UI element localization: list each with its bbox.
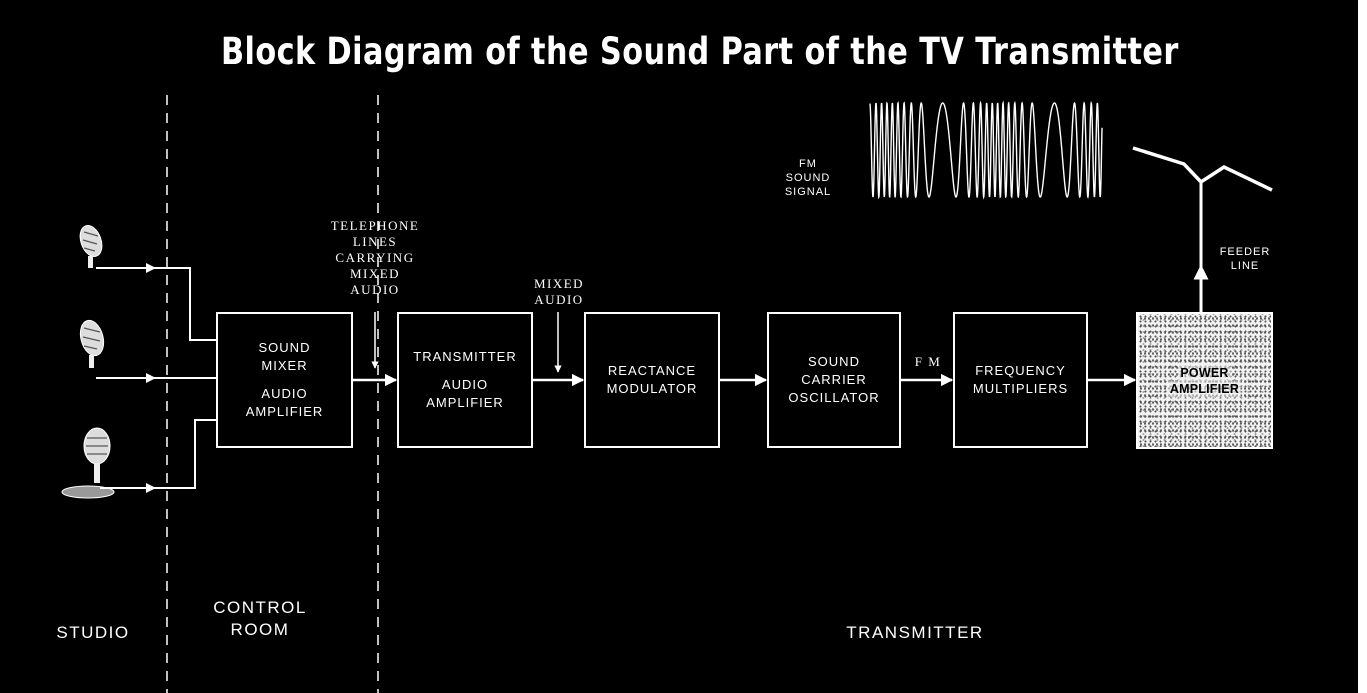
zone-control-line-1: CONTROL (200, 597, 320, 619)
microphone-icon (76, 223, 106, 268)
sound-carrier-oscillator-block: SOUND CARRIER OSCILLATOR (767, 312, 901, 448)
label-line: AUDIO (515, 292, 603, 308)
wire-mic-3 (100, 420, 217, 488)
block-text: AMPLIFIER (1168, 381, 1241, 397)
block-text: TRANSMITTER (413, 348, 516, 366)
power-amplifier-block: POWER AMPLIFIER (1136, 312, 1273, 449)
fm-sound-signal-label: FM SOUND SIGNAL (768, 157, 848, 199)
block-text: OSCILLATOR (788, 389, 879, 407)
mixed-audio-label: MIXED AUDIO (515, 276, 603, 308)
zone-studio: STUDIO (38, 622, 148, 644)
fm-label: F M (904, 354, 952, 370)
label-line: TELEPHONE (300, 218, 450, 234)
label-line: MIXED (300, 266, 450, 282)
block-text: AUDIO (261, 385, 307, 403)
label-line: FM (768, 157, 848, 171)
telephone-lines-label: TELEPHONE LINES CARRYING MIXED AUDIO (300, 218, 450, 298)
block-text: AUDIO (442, 376, 488, 394)
block-text: MULTIPLIERS (973, 380, 1068, 398)
label-line: LINE (1205, 259, 1285, 273)
block-text: AMPLIFIER (426, 394, 504, 412)
reactance-modulator-block: REACTANCE MODULATOR (584, 312, 720, 448)
zone-transmitter-label: TRANSMITTER (846, 623, 983, 642)
label-line: AUDIO (300, 282, 450, 298)
zone-transmitter: TRANSMITTER (800, 622, 1030, 644)
block-text: FREQUENCY (975, 362, 1066, 380)
frequency-multipliers-block: FREQUENCY MULTIPLIERS (953, 312, 1088, 448)
block-text: MIXER (261, 357, 307, 375)
block-text: SOUND (808, 353, 860, 371)
transmitter-audio-amplifier-block: TRANSMITTER AUDIO AMPLIFIER (397, 312, 533, 448)
block-text: POWER (1178, 365, 1230, 381)
zone-control-room: CONTROL ROOM (200, 597, 320, 641)
block-text: MODULATOR (607, 380, 698, 398)
label-line: CARRYING (300, 250, 450, 266)
sound-mixer-block: SOUND MIXER AUDIO AMPLIFIER (216, 312, 353, 448)
block-text: REACTANCE (608, 362, 696, 380)
label-line: F M (915, 354, 942, 369)
label-line: MIXED (515, 276, 603, 292)
zone-studio-label: STUDIO (56, 623, 129, 642)
block-text: CARRIER (801, 371, 867, 389)
label-line: LINES (300, 234, 450, 250)
zone-control-line-2: ROOM (200, 619, 320, 641)
label-line: SOUND (768, 171, 848, 185)
feeder-line-label: FEEDER LINE (1205, 245, 1285, 273)
label-line: SIGNAL (768, 185, 848, 199)
wire-mic-1 (96, 268, 217, 340)
block-text: AMPLIFIER (246, 403, 324, 421)
fm-waveform (870, 103, 1102, 197)
block-text: SOUND (259, 339, 311, 357)
label-line: FEEDER (1205, 245, 1285, 259)
microphone-icon (77, 318, 108, 368)
